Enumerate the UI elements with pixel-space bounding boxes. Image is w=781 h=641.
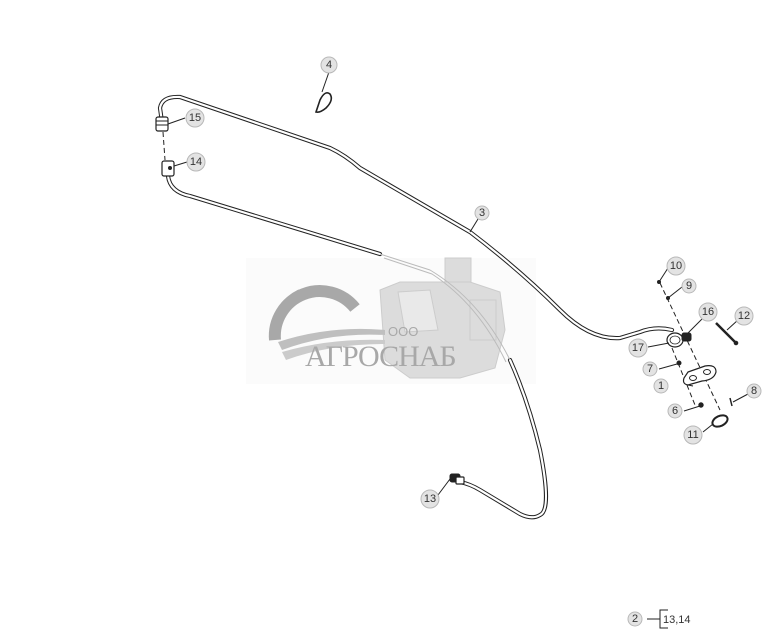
callout-9: 9 bbox=[681, 278, 697, 294]
callout-1: 1 bbox=[653, 378, 669, 394]
svg-text:13: 13 bbox=[424, 493, 436, 505]
svg-text:10: 10 bbox=[670, 260, 682, 272]
callout-3: 3 bbox=[474, 205, 490, 221]
kit-includes-label: 13,14 bbox=[663, 614, 691, 626]
callout-4: 4 bbox=[320, 56, 338, 74]
harvester-silhouette-icon bbox=[379, 257, 506, 379]
gear-icon bbox=[268, 285, 385, 360]
callout-15: 15 bbox=[185, 108, 205, 128]
kit-item-label: 2 bbox=[632, 613, 638, 625]
watermark-prefix: ООО bbox=[388, 324, 418, 339]
svg-text:4: 4 bbox=[326, 59, 332, 71]
svg-text:8: 8 bbox=[751, 385, 757, 397]
callout-7: 7 bbox=[642, 361, 658, 377]
fitting-15 bbox=[155, 116, 169, 161]
svg-text:1: 1 bbox=[658, 380, 664, 392]
svg-text:7: 7 bbox=[647, 363, 653, 375]
callout-13: 13 bbox=[420, 489, 440, 509]
callout-12: 12 bbox=[734, 306, 754, 326]
callout-11: 11 bbox=[683, 425, 703, 445]
svg-text:17: 17 bbox=[632, 342, 644, 354]
svg-text:9: 9 bbox=[686, 280, 692, 292]
fitting-13 bbox=[449, 473, 465, 485]
svg-text:6: 6 bbox=[672, 405, 678, 417]
clip-4 bbox=[314, 92, 333, 113]
svg-text:3: 3 bbox=[479, 207, 485, 219]
kit-reference: 2 13,14 bbox=[627, 609, 691, 629]
callout-8: 8 bbox=[746, 383, 762, 399]
callout-17: 17 bbox=[628, 338, 648, 358]
leader-lines bbox=[167, 71, 749, 496]
svg-text:11: 11 bbox=[687, 429, 698, 441]
tube-lower bbox=[165, 173, 549, 520]
watermark-name: АГРОСНАБ bbox=[305, 340, 456, 373]
svg-text:12: 12 bbox=[738, 310, 750, 322]
fitting-cluster bbox=[657, 280, 739, 428]
fitting-14 bbox=[161, 160, 175, 177]
callout-14: 14 bbox=[186, 152, 206, 172]
svg-text:16: 16 bbox=[702, 306, 714, 318]
svg-text:14: 14 bbox=[190, 156, 202, 168]
svg-text:15: 15 bbox=[189, 112, 201, 124]
tube-3 bbox=[157, 94, 675, 341]
watermark-logo: ООО АГРОСНАБ bbox=[246, 257, 536, 384]
callout-16: 16 bbox=[698, 302, 718, 322]
callout-6: 6 bbox=[667, 403, 683, 419]
callout-10: 10 bbox=[666, 256, 686, 276]
